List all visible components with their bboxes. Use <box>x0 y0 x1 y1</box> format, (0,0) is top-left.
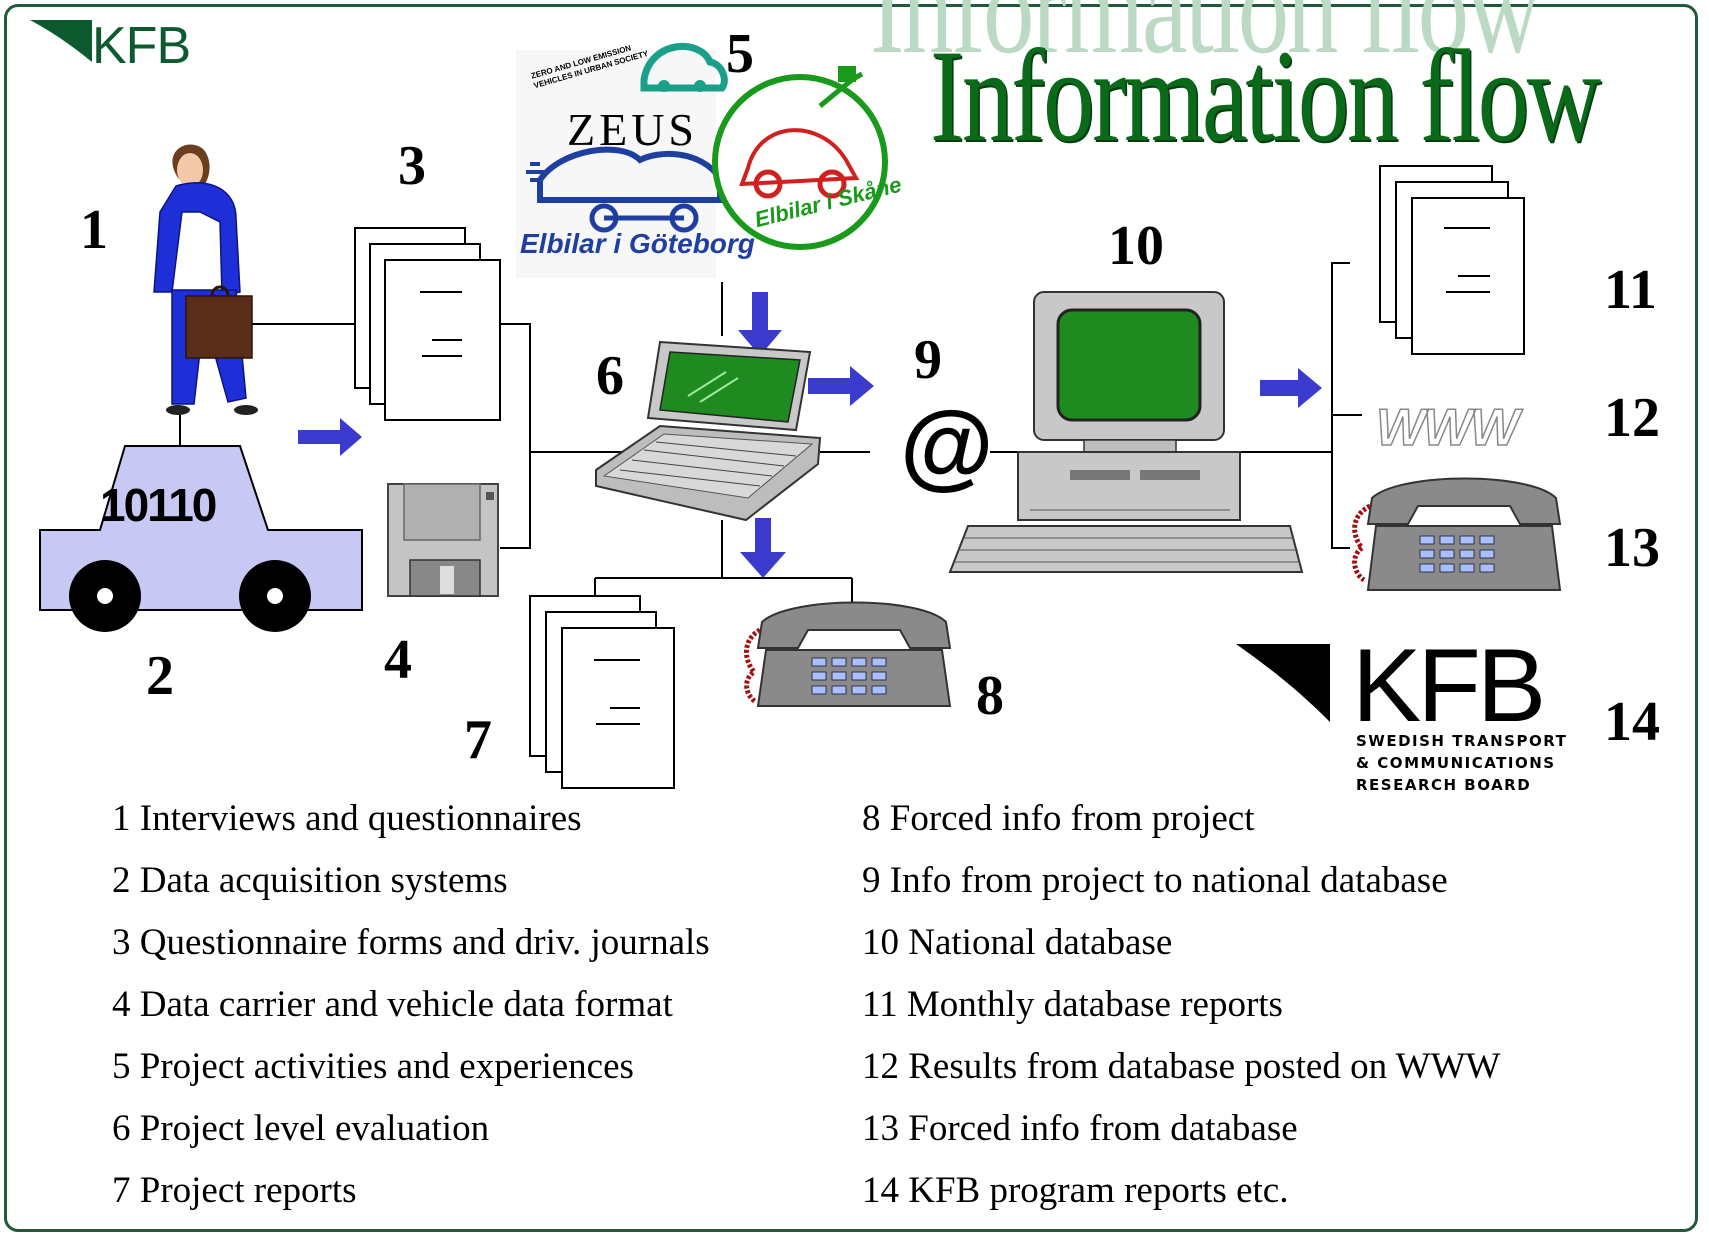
person-icon <box>153 144 258 415</box>
flow-arrows <box>298 292 1322 578</box>
legend-right: 8 Forced info from project 9 Info from p… <box>862 788 1500 1222</box>
legend-item: 5 Project activities and experiences <box>112 1046 634 1087</box>
legend-item: 14 KFB program reports etc. <box>862 1170 1289 1211</box>
kfb-logo-subtitle: SWEDISH TRANSPORT & COMMUNICATIONS RESEA… <box>1356 732 1568 794</box>
arrow-down-icon <box>738 292 782 356</box>
laptop-icon <box>595 340 822 522</box>
step-number-9: 9 <box>914 329 942 391</box>
legend-item: 6 Project level evaluation <box>112 1108 490 1149</box>
slide-frame <box>4 4 1698 1232</box>
telephone-icon <box>744 601 952 707</box>
step-number-2: 2 <box>146 645 174 707</box>
legend-item: 3 Questionnaire forms and driv. journals <box>112 922 710 963</box>
kfb-small-logo-mark <box>30 20 92 62</box>
legend-item: 13 Forced info from database <box>862 1108 1298 1149</box>
legend-item: 11 Monthly database reports <box>862 984 1283 1025</box>
step-number-14: 14 <box>1604 691 1660 753</box>
kfb-logo-text: KFB <box>1352 628 1546 744</box>
car-label: 10110 <box>100 479 217 531</box>
elbilar-skane-logo <box>712 66 888 250</box>
document-stack-icon <box>354 227 501 421</box>
legend-item: 12 Results from database posted on WWW <box>862 1046 1501 1087</box>
zeus-logo-location: Elbilar i Göteborg <box>520 228 755 259</box>
step-number-8: 8 <box>976 665 1004 727</box>
legend-left: 1 Interviews and questionnaires 2 Data a… <box>112 788 710 1222</box>
kfb-small-logo-text: KFB <box>92 17 191 75</box>
step-number-11: 11 <box>1604 259 1657 321</box>
legend-item: 7 Project reports <box>112 1170 357 1211</box>
arrow-right-icon <box>1260 368 1322 408</box>
telephone-icon <box>1352 477 1562 591</box>
step-number-7: 7 <box>464 709 492 771</box>
at-symbol: @ <box>900 392 994 499</box>
step-number-1: 1 <box>80 199 108 261</box>
floppy-disk-icon <box>387 483 499 597</box>
document-stack-icon <box>529 595 675 789</box>
legend-item: 9 Info from project to national database <box>862 860 1448 901</box>
car-icon <box>39 445 363 632</box>
document-stack-icon <box>1379 165 1525 355</box>
arrow-right-icon <box>808 366 874 406</box>
legend-item: 1 Interviews and questionnaires <box>112 798 582 839</box>
legend-item: 8 Forced info from project <box>862 798 1255 839</box>
step-number-6: 6 <box>596 345 624 407</box>
step-number-13: 13 <box>1604 517 1660 579</box>
title-shadow: Information flow <box>870 0 1541 81</box>
zeus-logo-text: ZEUS <box>567 104 698 155</box>
desktop-computer-icon <box>948 291 1304 573</box>
step-number-3: 3 <box>398 135 426 197</box>
step-number-10: 10 <box>1108 215 1164 277</box>
step-number-4: 4 <box>384 629 412 691</box>
step-number-12: 12 <box>1604 387 1660 449</box>
arrow-down-icon <box>740 518 786 578</box>
kfb-logo-mark <box>1236 644 1330 722</box>
legend-item: 10 National database <box>862 922 1173 963</box>
zeus-logo <box>516 43 728 278</box>
legend-item: 4 Data carrier and vehicle data format <box>112 984 673 1025</box>
arrow-right-icon <box>298 418 362 456</box>
page-title: Information flow <box>930 22 1601 169</box>
legend-item: 2 Data acquisition systems <box>112 860 508 901</box>
step-number-5: 5 <box>726 23 754 85</box>
www-label: WWW <box>1375 398 1520 458</box>
